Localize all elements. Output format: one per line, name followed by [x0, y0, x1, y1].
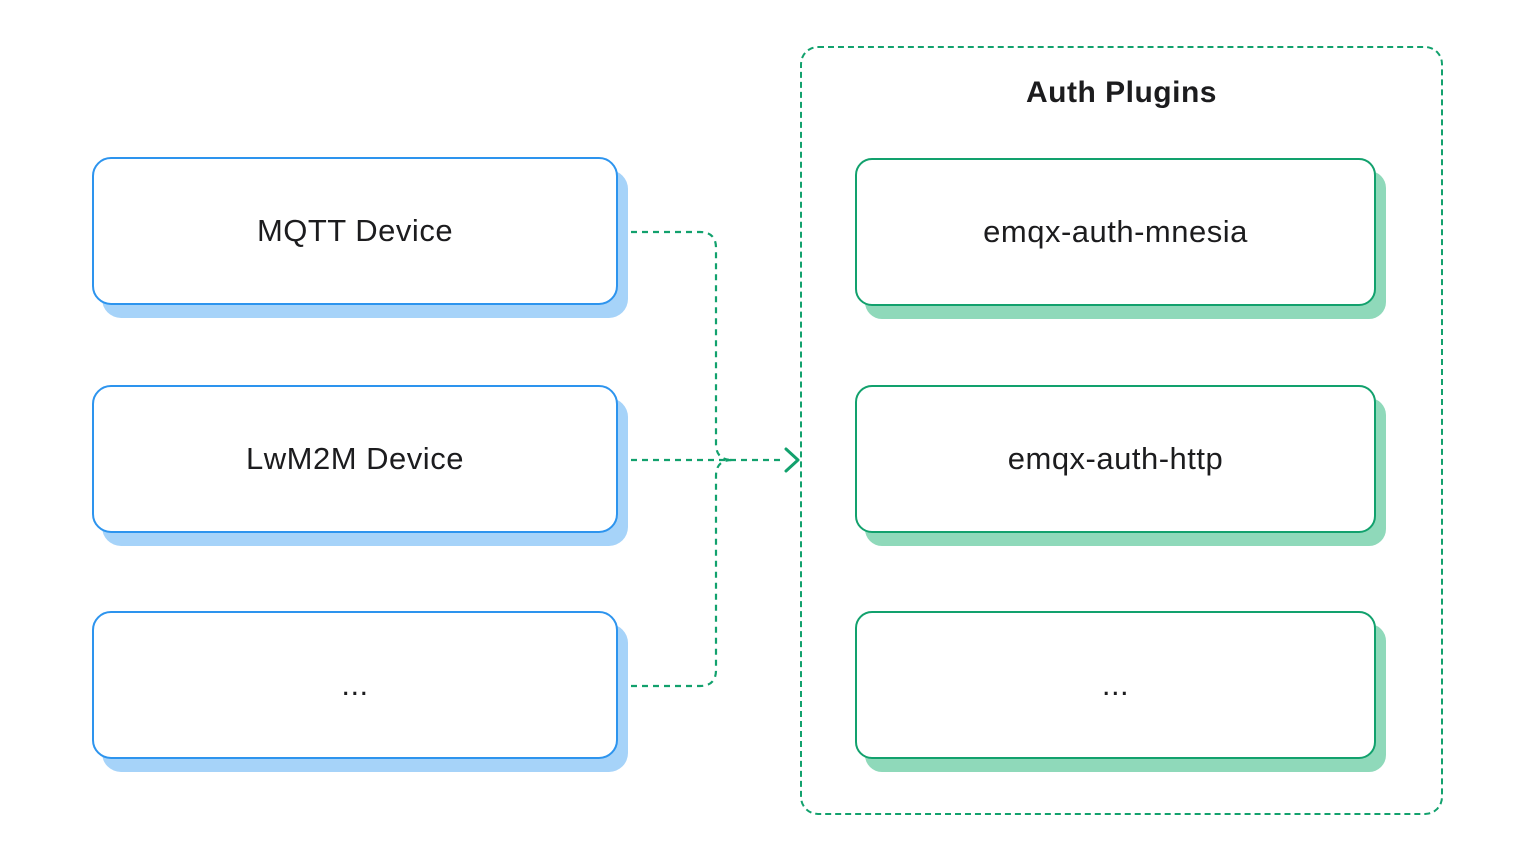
device-node-label: ...: [341, 667, 369, 702]
auth-plugins-title: Auth Plugins: [1026, 76, 1217, 109]
plugin-node-label: ...: [1101, 667, 1130, 702]
device-node-lwm2m: LwM2M Device: [92, 385, 618, 533]
arrowhead-icon: [784, 447, 800, 473]
plugin-node-http: emqx-auth-http: [855, 385, 1376, 533]
plugin-node-more: ...: [855, 611, 1376, 759]
device-node-mqtt: MQTT Device: [92, 157, 618, 305]
device-node-label: MQTT Device: [256, 213, 454, 248]
plugin-node-mnesia: emqx-auth-mnesia: [855, 158, 1376, 306]
auth-plugins-panel: Auth Plugins emqx-auth-mnesia emqx-auth-…: [800, 46, 1443, 815]
plugin-node-label: emqx-auth-mnesia: [983, 214, 1248, 249]
connector-more-line: [620, 458, 733, 688]
plugin-node-label: emqx-auth-http: [1007, 441, 1224, 476]
device-node-label: LwM2M Device: [246, 441, 464, 476]
connector-mqtt-line: [620, 230, 733, 462]
device-node-more: ...: [92, 611, 618, 759]
